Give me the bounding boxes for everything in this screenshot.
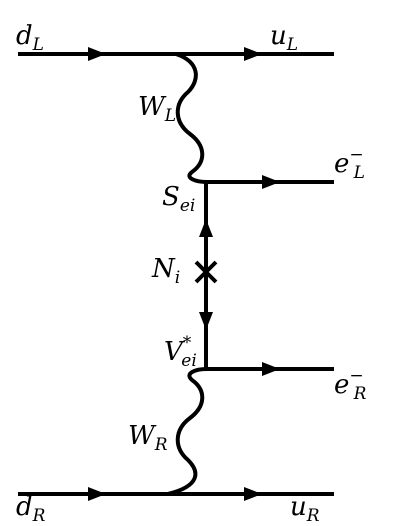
label-w-right: WR [128,421,168,455]
top-left-arrow [88,47,106,61]
label-w-left: WL [138,92,176,126]
label-n-i: Ni [151,254,180,288]
bottom-left-arrow [88,487,106,501]
label-e-right: e−R [334,366,367,404]
w-left-boson-line [174,52,209,184]
label-d-left: dL [16,21,44,55]
top-right-arrow [244,47,262,61]
label-e-left: e−L [334,145,365,183]
neutrino-down-arrow [199,312,213,330]
label-u-left: uL [270,21,298,55]
label-u-right: uR [290,492,320,526]
neutrino-up-arrow [199,219,213,237]
label-d-right: dR [16,492,46,526]
electron-left-arrow [262,175,280,189]
label-s-ei: Sei [162,182,195,216]
bottom-right-arrow [244,487,262,501]
electron-right-arrow [262,362,280,376]
label-v-ei: V*ei [164,333,197,371]
w-right-boson-line [166,367,209,496]
majorana-cross [194,260,218,284]
